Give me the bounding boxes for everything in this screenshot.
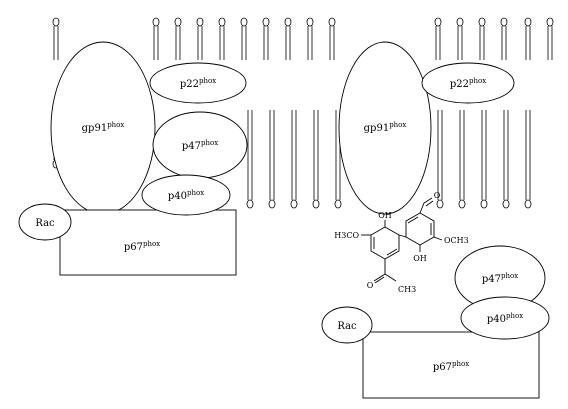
lipid-head: [546, 17, 554, 27]
lipid-head: [334, 199, 342, 209]
lipid-head: [290, 199, 298, 209]
gp91-right-label: gp91phox: [364, 121, 407, 134]
lipid-head: [306, 17, 314, 27]
methoxy-right-label: OCH3: [444, 236, 469, 245]
lipid-head: [152, 17, 160, 27]
lipid-head: [502, 199, 510, 209]
p40-right-shape: [460, 296, 550, 340]
lipid-head: [480, 199, 488, 209]
lipid-head: [262, 17, 270, 27]
oh-bottom-label: OH: [413, 254, 427, 263]
lipid-head: [268, 199, 276, 209]
lipid-head: [52, 17, 60, 27]
biaryl-bond: [398, 234, 407, 238]
lipid-head: [174, 17, 182, 27]
lipid-head: [328, 17, 336, 27]
p67-right-shape: [362, 331, 540, 399]
p47-left-label: p47phox: [182, 139, 218, 152]
left-ring: [370, 226, 400, 260]
p47-right-label: p47phox: [482, 272, 518, 285]
lipid-head: [218, 17, 226, 27]
p22-right-shape: [421, 62, 515, 104]
right-aldehyde-bond: [419, 202, 425, 214]
p40-left-label: p40phox: [168, 189, 204, 202]
lipid-head: [284, 17, 292, 27]
right-aldehyde-co: [423, 197, 433, 204]
lipid-head: [500, 17, 508, 27]
p22-left-shape: [149, 62, 247, 104]
rac-right-shape: [321, 306, 373, 344]
rac-right-label: Rac: [337, 321, 357, 332]
p67-left-label: p67phox: [124, 240, 160, 253]
rac-left-label: Rac: [35, 218, 55, 229]
lipid-head: [478, 17, 486, 27]
left-complex: gp91phox p22phox p47phox p67phox p40phox…: [18, 41, 248, 276]
gp91-left-label: gp91phox: [82, 121, 125, 134]
lipid-head: [524, 17, 532, 27]
gp91-right-shape: [338, 41, 432, 215]
carbonyl-o-bottom-label: O: [367, 281, 374, 290]
right-complex: gp91phox p22phox p67phox p47phox p40phox…: [321, 41, 550, 399]
lipid-head: [240, 17, 248, 27]
carbonyl-o-top-label: O: [434, 191, 441, 200]
p22-left-label: p22phox: [180, 77, 216, 90]
p40-right-label: p40phox: [487, 312, 523, 325]
methyl-bottom-label: CH3: [398, 285, 416, 294]
methoxy-left-label: H3CO: [334, 231, 359, 240]
right-aldehyde-co-2: [425, 200, 434, 207]
left-acetyl-me: [384, 273, 397, 282]
lipid-head: [524, 199, 532, 209]
right-ring-double-2: [407, 216, 419, 224]
diapocynin-structure: OH H3CO O CH3 OH OCH3 O: [334, 191, 469, 294]
lipid-head: [456, 17, 464, 27]
lipid-head: [436, 199, 444, 209]
left-acetyl-co-2: [374, 276, 385, 284]
left-ring-double-2: [386, 248, 398, 256]
rac-left-shape: [18, 203, 72, 241]
lipid-head: [458, 199, 466, 209]
lipid-head: [312, 199, 320, 209]
p67-right-label: p67phox: [433, 360, 469, 373]
right-ring: [405, 212, 435, 246]
right-methoxy-bond: [433, 236, 443, 241]
lipid-head: [196, 17, 204, 27]
left-acetyl-co: [373, 273, 386, 282]
p67-left-shape: [59, 209, 237, 276]
p40-left-shape: [141, 174, 231, 216]
lipid-head: [246, 199, 254, 209]
lipid-bilayer: [52, 17, 554, 209]
lipid-head: [434, 17, 442, 27]
p22-right-label: p22phox: [450, 77, 486, 90]
oh-top-label: OH: [378, 211, 392, 220]
